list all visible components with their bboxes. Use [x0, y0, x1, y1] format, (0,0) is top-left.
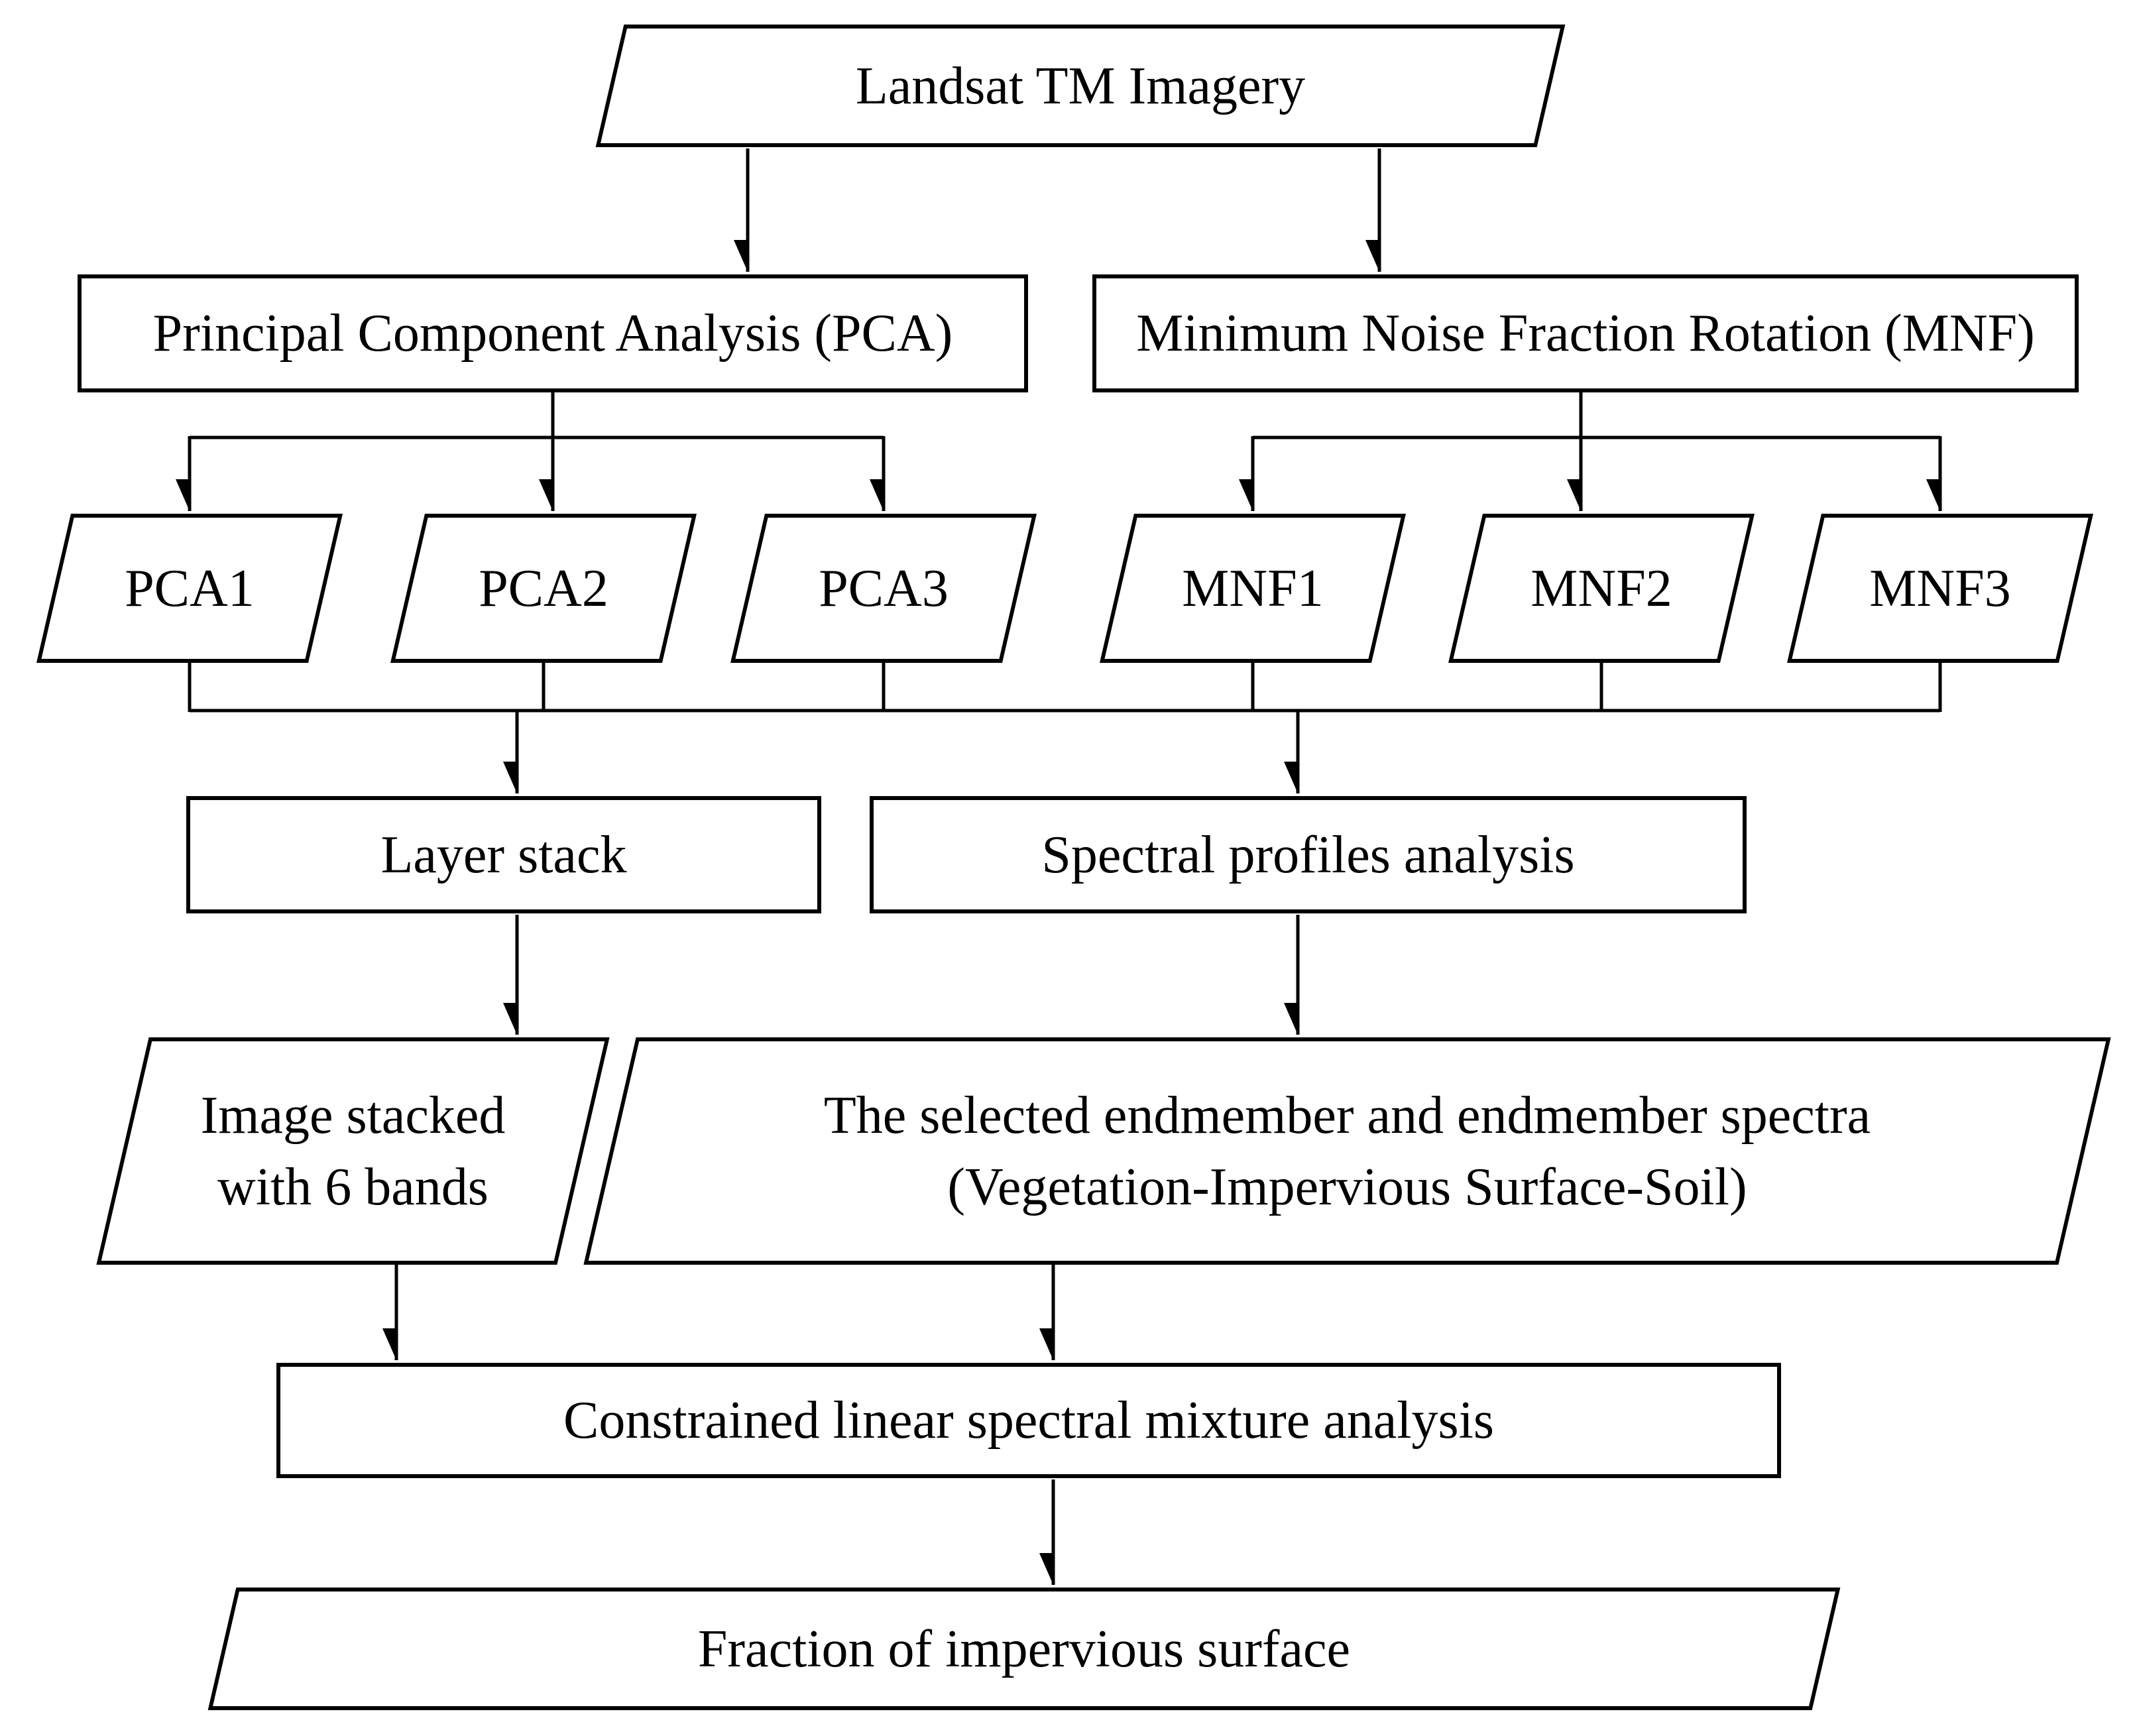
node-label-line-1: Image stacked [200, 1086, 506, 1145]
node-label: Image stacked with 6 bands [201, 1080, 506, 1223]
rectangle-shape [870, 796, 1747, 913]
rectangle-shape [186, 796, 821, 913]
node-principal-component-analysis: Principal Component Analysis (PCA) [78, 274, 1028, 392]
node-landsat-tm-imagery: Landsat TM Imagery [595, 25, 1566, 147]
node-label: MNF1 [1182, 559, 1324, 618]
node-image-stacked-6-bands: Image stacked with 6 bands [96, 1037, 610, 1265]
node-mnf3: MNF3 [1787, 514, 2093, 663]
node-label: Landsat TM Imagery [855, 56, 1306, 115]
node-pca3: PCA3 [730, 514, 1037, 663]
node-constrained-linear-spectral-mixture-analysis: Constrained linear spectral mixture anal… [276, 1363, 1781, 1478]
rectangle-shape [276, 1363, 1781, 1478]
node-label: Layer stack [380, 825, 627, 884]
node-label: The selected endmember and endmember spe… [824, 1080, 1871, 1223]
node-label-line-2: (Vegetation-Impervious Surface-Soil) [947, 1157, 1747, 1216]
node-label: PCA2 [479, 559, 608, 618]
rectangle-shape [78, 274, 1028, 392]
node-label: Spectral profiles analysis [1041, 825, 1575, 884]
node-label-line-2: with 6 bands [217, 1157, 489, 1216]
node-label-line-1: The selected endmember and endmember spe… [823, 1086, 1871, 1145]
node-selected-endmember-spectra: The selected endmember and endmember spe… [583, 1037, 2111, 1265]
rectangle-shape [1092, 274, 2079, 392]
node-label: PCA1 [125, 559, 255, 618]
node-label: Minimum Noise Fraction Rotation (MNF) [1136, 304, 2035, 363]
node-label: Constrained linear spectral mixture anal… [563, 1391, 1495, 1450]
node-label: Fraction of impervious surface [697, 1619, 1351, 1678]
node-fraction-of-impervious-surface: Fraction of impervious surface [207, 1588, 1841, 1710]
node-label: Principal Component Analysis (PCA) [152, 304, 953, 363]
node-layer-stack: Layer stack [186, 796, 821, 913]
node-label: MNF3 [1869, 559, 2011, 618]
node-label: MNF2 [1531, 559, 1672, 618]
node-pca2: PCA2 [390, 514, 697, 663]
node-spectral-profiles-analysis: Spectral profiles analysis [870, 796, 1747, 913]
node-label: PCA3 [819, 559, 949, 618]
node-mnf2: MNF2 [1448, 514, 1755, 663]
node-pca1: PCA1 [36, 514, 343, 663]
node-minimum-noise-fraction-rotation: Minimum Noise Fraction Rotation (MNF) [1092, 274, 2079, 392]
node-mnf1: MNF1 [1100, 514, 1406, 663]
